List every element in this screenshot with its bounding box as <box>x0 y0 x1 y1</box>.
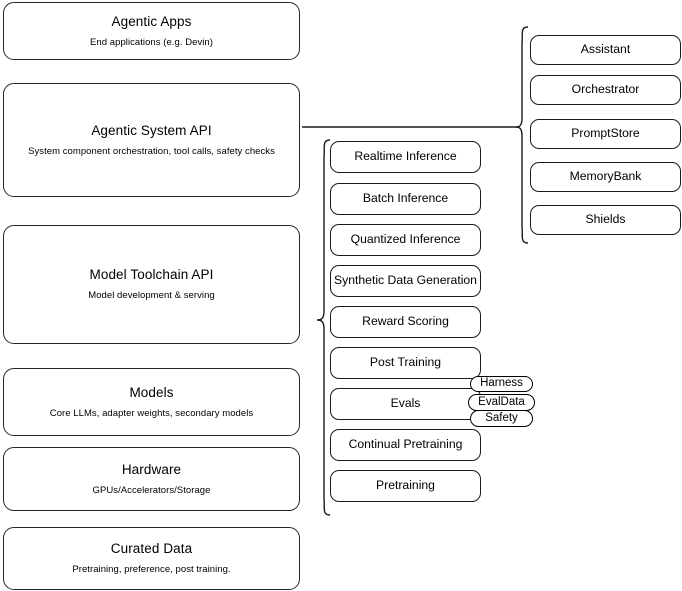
layer-title: Agentic Apps <box>111 13 192 29</box>
capability-reward-scoring[interactable]: Reward Scoring <box>330 306 481 338</box>
capability-label: Post Training <box>369 355 442 370</box>
capability-batch-inference[interactable]: Batch Inference <box>330 183 481 215</box>
layer-box-agentic-system-api[interactable]: Agentic System API System component orch… <box>3 83 300 197</box>
component-promptstore[interactable]: PromptStore <box>530 119 681 149</box>
component-label: Assistant <box>580 42 631 57</box>
layer-title: Models <box>129 384 174 400</box>
layer-title: Agentic System API <box>91 122 212 138</box>
capability-label: Pretraining <box>376 478 435 493</box>
capability-realtime-inference[interactable]: Realtime Inference <box>330 141 481 173</box>
layer-subtitle: System component orchestration, tool cal… <box>28 145 275 157</box>
layer-subtitle: GPUs/Accelerators/Storage <box>92 484 211 496</box>
layer-box-models[interactable]: Models Core LLMs, adapter weights, secon… <box>3 368 300 436</box>
capability-label: Batch Inference <box>362 191 449 206</box>
layer-subtitle: Pretraining, preference, post training. <box>72 564 231 575</box>
capability-evals[interactable]: Evals <box>330 388 481 420</box>
layer-box-curated-data[interactable]: Curated Data Pretraining, preference, po… <box>3 527 300 590</box>
evals-tag-harness[interactable]: Harness <box>470 376 533 392</box>
tag-label: Harness <box>480 377 523 390</box>
component-label: Shields <box>585 212 626 227</box>
brace-system-components <box>515 26 529 244</box>
capability-quantized-inference[interactable]: Quantized Inference <box>330 224 481 256</box>
tag-label: Safety <box>485 411 518 424</box>
layer-subtitle: Model development & serving <box>88 290 215 301</box>
layer-subtitle: End applications (e.g. Devin) <box>90 36 213 48</box>
layer-box-model-toolchain-api[interactable]: Model Toolchain API Model development & … <box>3 225 300 344</box>
evals-tag-safety[interactable]: Safety <box>470 410 533 427</box>
capability-continual-pretraining[interactable]: Continual Pretraining <box>330 429 481 461</box>
capability-label: Continual Pretraining <box>348 437 463 452</box>
component-assistant[interactable]: Assistant <box>530 35 681 65</box>
component-label: Orchestrator <box>571 82 640 97</box>
capability-synthetic-data-generation[interactable]: Synthetic Data Generation <box>330 265 481 297</box>
capability-label: Quantized Inference <box>350 232 461 247</box>
component-memorybank[interactable]: MemoryBank <box>530 162 681 192</box>
component-label: PromptStore <box>571 126 640 141</box>
layer-subtitle: Core LLMs, adapter weights, secondary mo… <box>49 407 254 419</box>
evals-tag-evaldata[interactable]: EvalData <box>468 394 535 411</box>
layer-title: Hardware <box>121 461 182 477</box>
layer-title: Model Toolchain API <box>89 267 214 283</box>
capability-label: Reward Scoring <box>362 314 449 329</box>
capability-label: Realtime Inference <box>354 149 457 164</box>
component-label: MemoryBank <box>569 169 642 184</box>
component-shields[interactable]: Shields <box>530 205 681 235</box>
brace-toolchain-capabilities <box>316 139 331 516</box>
capability-label: Synthetic Data Generation <box>334 273 477 288</box>
capability-post-training[interactable]: Post Training <box>330 347 481 379</box>
layer-box-hardware[interactable]: Hardware GPUs/Accelerators/Storage <box>3 447 300 511</box>
component-orchestrator[interactable]: Orchestrator <box>530 75 681 105</box>
layer-title: Curated Data <box>110 541 193 557</box>
tag-label: EvalData <box>478 395 525 408</box>
layer-box-agentic-apps[interactable]: Agentic Apps End applications (e.g. Devi… <box>3 2 300 60</box>
capability-pretraining[interactable]: Pretraining <box>330 470 481 502</box>
capability-label: Evals <box>390 396 421 411</box>
